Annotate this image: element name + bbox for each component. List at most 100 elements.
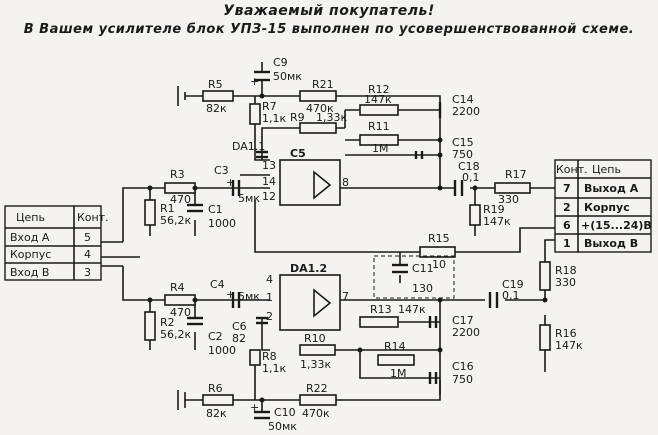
output-contact-7: 7 xyxy=(563,182,571,195)
capacitor-c16: C16 750 xyxy=(428,360,474,386)
svg-text:R21: R21 xyxy=(312,78,334,91)
svg-text:R3: R3 xyxy=(170,168,185,181)
capacitor-c1: C1 1000 xyxy=(187,203,236,230)
resistor-r15: R15 10 xyxy=(419,232,456,271)
opamp-da1-1-label: C5 xyxy=(290,147,306,160)
resistor-r22: R22 470к xyxy=(299,382,337,420)
svg-text:2200: 2200 xyxy=(452,105,480,118)
svg-text:C19: C19 xyxy=(502,278,524,291)
svg-text:82к: 82к xyxy=(206,102,227,115)
svg-text:R9: R9 xyxy=(290,111,305,124)
capacitor-c19: C19 0,1 xyxy=(488,278,524,308)
svg-text:1М: 1М xyxy=(390,367,407,380)
svg-text:1М: 1М xyxy=(372,142,389,155)
svg-text:470: 470 xyxy=(170,193,191,206)
svg-text:R16: R16 xyxy=(555,327,577,340)
capacitor-c3: C3 5мк + xyxy=(214,164,260,205)
svg-text:C16: C16 xyxy=(452,360,474,373)
capacitor-c4: C4 + 5мк xyxy=(210,278,260,308)
svg-text:C2: C2 xyxy=(208,330,223,343)
svg-text:R4: R4 xyxy=(170,281,185,294)
opamp-da1-1: C5 13 14 12 8 xyxy=(262,147,349,206)
svg-text:R2: R2 xyxy=(160,316,175,329)
resistor-r13: R13 147к xyxy=(359,303,426,328)
pin-8: 8 xyxy=(342,176,349,189)
svg-text:DA1.1: DA1.1 xyxy=(232,140,265,153)
resistor-r2: R2 56,2к xyxy=(144,311,191,341)
input-table-header-signal: Цепь xyxy=(16,211,45,224)
input-signal-a: Вход А xyxy=(10,231,50,244)
svg-text:R10: R10 xyxy=(304,332,326,345)
junction-dots xyxy=(147,93,548,403)
input-table-header-contact: Конт. xyxy=(77,211,109,224)
input-signal-ground: Корпус xyxy=(10,248,51,261)
output-table-header-signal: Цепь xyxy=(592,163,621,176)
capacitor-c17: C17 2200 xyxy=(428,314,480,339)
capacitor-c14: C14 2200 xyxy=(438,93,480,118)
svg-text:R17: R17 xyxy=(505,168,527,181)
resistor-r1: R1 56,2к xyxy=(144,199,191,227)
resistor-r12: R12 147к xyxy=(359,83,399,116)
svg-text:750: 750 xyxy=(452,373,473,386)
output-signal-a: Выход А xyxy=(584,182,639,195)
svg-text:R5: R5 xyxy=(208,78,223,91)
resistor-r19: R19 147к xyxy=(469,203,511,228)
svg-text:C1: C1 xyxy=(208,203,223,216)
resistor-r10: R10 1,33к xyxy=(299,332,336,371)
input-connector-table: Цепь Конт. Вход А 5 Корпус 4 Вход В 3 xyxy=(4,205,109,281)
svg-text:5мк: 5мк xyxy=(238,290,260,303)
svg-text:10: 10 xyxy=(432,258,446,271)
svg-text:1,33к: 1,33к xyxy=(300,358,331,371)
svg-text:147к: 147к xyxy=(398,303,426,316)
resistor-r16: R16 147к xyxy=(539,324,583,352)
resistor-r21: R21 470к xyxy=(299,78,337,115)
resistor-r5: R5 82к xyxy=(202,78,234,115)
output-signal-ground: Корпус xyxy=(584,201,630,214)
svg-text:R19: R19 xyxy=(483,203,505,216)
resistor-r9: R9 1,33к xyxy=(290,111,347,134)
capacitor-c18: C18 0,1 xyxy=(453,160,480,196)
capacitor-c6: C6 82 xyxy=(232,316,268,345)
output-connector-table: Конт. Цепь 7 Выход А 2 Корпус 6 +(15...2… xyxy=(554,159,652,253)
svg-text:R11: R11 xyxy=(368,120,390,133)
svg-text:1000: 1000 xyxy=(208,344,236,357)
svg-text:C11: C11 xyxy=(412,262,434,275)
notice-title: Уважаемый покупатель! xyxy=(223,3,435,19)
svg-text:R12: R12 xyxy=(368,83,390,96)
svg-text:R22: R22 xyxy=(306,382,328,395)
svg-text:0,1: 0,1 xyxy=(462,171,480,184)
svg-text:C18: C18 xyxy=(458,160,480,173)
resistor-r14: R14 1М xyxy=(377,340,415,380)
svg-text:R14: R14 xyxy=(384,340,406,353)
capacitor-c9: C9 50мк + xyxy=(250,56,302,88)
svg-text:R18: R18 xyxy=(555,264,577,277)
capacitor-c10: C10 50мк + xyxy=(250,401,297,433)
svg-text:0,1: 0,1 xyxy=(502,289,520,302)
svg-text:330: 330 xyxy=(498,193,519,206)
output-contact-1: 1 xyxy=(563,237,571,250)
pin-7: 7 xyxy=(342,290,349,303)
svg-text:+: + xyxy=(226,288,235,301)
opamp-da1-2-label: DA1.2 xyxy=(290,262,327,275)
svg-text:C17: C17 xyxy=(452,314,474,327)
svg-text:147к: 147к xyxy=(483,215,511,228)
resistor-r11: R11 1М xyxy=(359,120,399,155)
resistor-r6: R6 82к xyxy=(202,382,234,420)
resistor-r3: R3 470 xyxy=(164,168,196,206)
svg-text:750: 750 xyxy=(452,148,473,161)
svg-text:C14: C14 xyxy=(452,93,474,106)
pin-14: 14 xyxy=(262,175,276,188)
capacitor-c2: C2 1000 xyxy=(187,316,236,357)
svg-text:56,2к: 56,2к xyxy=(160,214,191,227)
svg-text:C9: C9 xyxy=(273,56,288,69)
capacitor-c5: DA1.1 xyxy=(232,140,268,159)
svg-text:R7: R7 xyxy=(262,100,277,113)
svg-text:1,1к: 1,1к xyxy=(262,362,286,375)
capacitor-c11: C11 130 xyxy=(373,255,455,299)
opamp-da1-2: DA1.2 4 1 2 7 xyxy=(266,262,349,331)
svg-text:C10: C10 xyxy=(274,406,296,419)
svg-text:5мк: 5мк xyxy=(238,192,260,205)
resistor-r7: R7 1,1к xyxy=(249,100,286,125)
